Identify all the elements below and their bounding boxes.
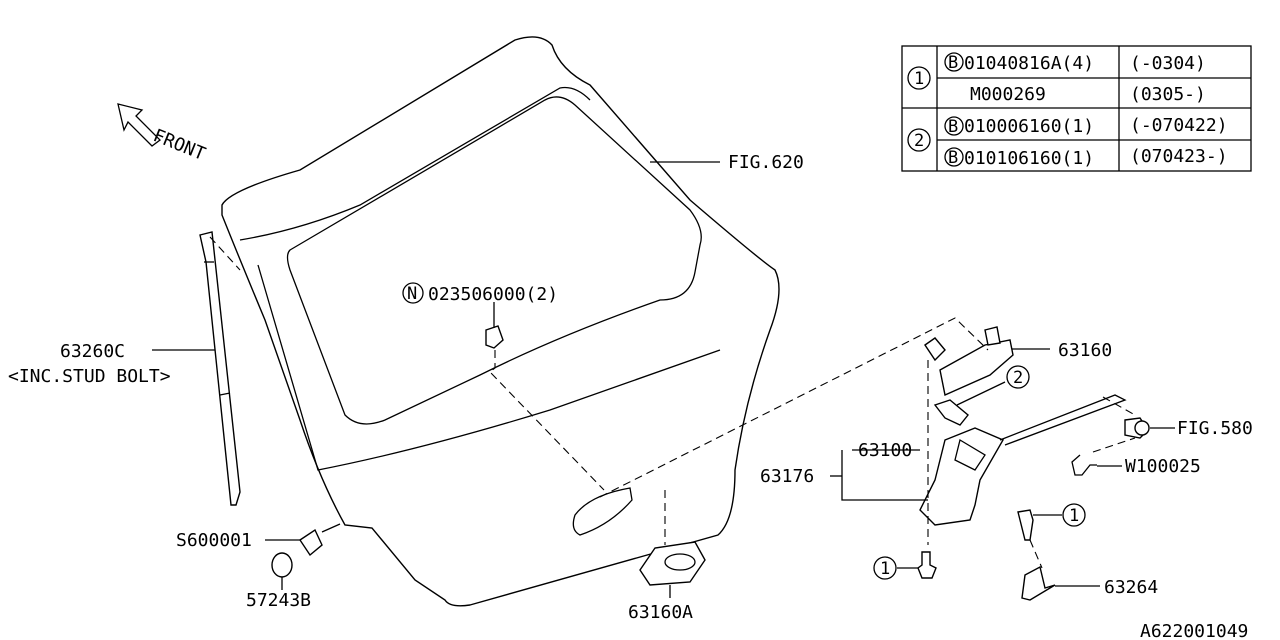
svg-text:(-0304): (-0304) [1130,53,1206,74]
svg-text:2: 2 [914,131,924,151]
tailgate-panel[interactable] [221,36,780,607]
svg-text:(-070422): (-070422) [1130,115,1228,136]
table-row: B 010006160(1) (-070422) [944,115,1228,137]
label-63260c: 63260C [60,341,125,362]
svg-text:(0305-): (0305-) [1130,84,1206,105]
label-fig620[interactable]: FIG.620 [728,152,804,173]
table-row: M000269 (0305-) [970,84,1206,105]
lock-assembly-63100[interactable] [919,394,1127,526]
lock-cylinder[interactable] [1124,417,1150,439]
n-circle-icon [402,282,424,304]
table-row: B 01040816A(4) (-0304) [944,52,1206,74]
front-label: FRONT [150,125,208,165]
svg-text:01040816A(4): 01040816A(4) [964,53,1094,74]
plug-s600001[interactable] [299,528,323,557]
svg-text:1: 1 [880,559,890,579]
label-nut: 023506000(2) [428,284,558,305]
svg-text:2: 2 [1013,368,1023,388]
license-lamp-63160a[interactable] [639,541,706,586]
label-63264: 63264 [1104,577,1158,598]
label-57243b: 57243B [246,590,311,611]
handle-63160[interactable] [924,326,1014,396]
callout-2: 2 [1006,365,1030,389]
svg-text:B: B [948,148,958,168]
svg-text:1: 1 [914,69,924,89]
callout-1-lower: 1 [873,556,897,580]
label-63176: 63176 [760,466,814,487]
label-strut-note: <INC.STUD BOLT> [8,366,171,387]
cap-57243b[interactable] [271,552,293,578]
gas-strut[interactable] [199,231,241,506]
bolt-1-lower[interactable] [917,551,937,579]
label-63100: 63100 [858,440,912,461]
bolt-1-striker[interactable] [1017,509,1034,541]
striker-63264[interactable] [1021,565,1056,601]
label-63160: 63160 [1058,340,1112,361]
table-group-ref-1: 1 [907,66,931,90]
svg-text:B: B [948,53,958,73]
label-w100025: W100025 [1125,456,1201,477]
clip-w100025[interactable] [1071,454,1097,476]
svg-text:1: 1 [1069,506,1079,526]
nut-prefix: N [407,284,417,304]
label-63160a: 63160A [628,602,693,623]
nut-part[interactable] [485,325,504,349]
svg-text:M000269: M000269 [970,84,1046,105]
svg-text:010006160(1): 010006160(1) [964,116,1094,137]
diagram-id: A622001049 [1140,621,1248,640]
table-row: B 010106160(1) (070423-) [944,146,1228,169]
label-s600001: S600001 [176,530,252,551]
bolt-2[interactable] [933,399,969,426]
table-group-ref-2: 2 [907,128,931,152]
callout-1-striker: 1 [1062,503,1086,527]
svg-text:B: B [948,117,958,137]
svg-text:(070423-): (070423-) [1130,146,1228,167]
label-fig580[interactable]: FIG.580 [1177,418,1253,439]
front-arrow-icon [117,103,161,147]
parts-table: 1 2 B 01040816A(4) (-0304) M000269 (0305… [901,45,1252,172]
svg-text:010106160(1): 010106160(1) [964,148,1094,169]
